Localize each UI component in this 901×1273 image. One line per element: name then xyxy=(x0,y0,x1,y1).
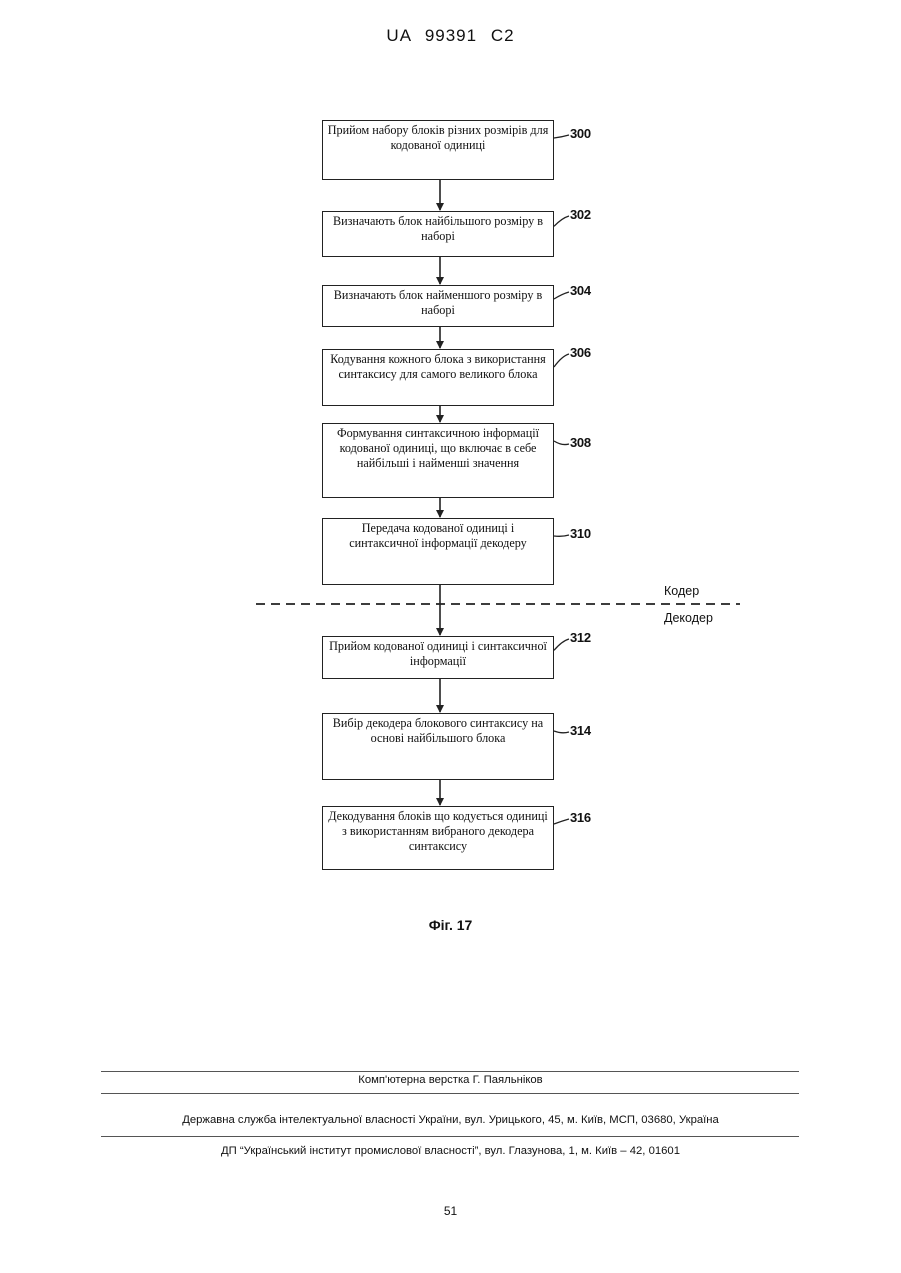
flow-node-300: Прийом набору блоків різних розмірів для… xyxy=(322,120,554,180)
label-leader-310 xyxy=(554,535,569,536)
footer-rule-top xyxy=(101,1071,799,1072)
flow-node-308: Формування синтаксичною інформації кодов… xyxy=(322,423,554,498)
figure-caption: Фіг. 17 xyxy=(0,917,901,933)
lane-label-decoder: Декодер xyxy=(664,611,713,625)
footer-rule-bottom xyxy=(101,1136,799,1137)
node-label-302: 302 xyxy=(570,207,591,222)
flow-node-302: Визначають блок найбільшого розміру в на… xyxy=(322,211,554,257)
flow-node-312: Прийом кодованої одиниці і синтаксичної … xyxy=(322,636,554,679)
node-label-310: 310 xyxy=(570,526,591,541)
label-leader-308 xyxy=(554,441,569,445)
footer-typesetter: Комп'ютерна верстка Г. Паяльніков xyxy=(0,1074,901,1086)
node-label-314: 314 xyxy=(570,723,591,738)
flow-node-314: Вибір декодера блокового синтаксису на о… xyxy=(322,713,554,780)
flow-node-306: Кодування кожного блока з використання с… xyxy=(322,349,554,406)
flow-node-310: Передача кодованої одиниці і синтаксично… xyxy=(322,518,554,585)
node-label-306: 306 xyxy=(570,345,591,360)
flow-node-304: Визначають блок найменшого розміру в наб… xyxy=(322,285,554,327)
lane-label-encoder: Кодер xyxy=(664,584,699,598)
footer-institute: ДП “Український інститут промислової вла… xyxy=(0,1145,901,1157)
node-label-308: 308 xyxy=(570,435,591,450)
label-leader-300 xyxy=(554,135,569,138)
footer-rule-middle xyxy=(101,1093,799,1094)
label-leader-316 xyxy=(554,819,569,824)
label-leader-302 xyxy=(554,216,569,226)
node-label-316: 316 xyxy=(570,810,591,825)
node-label-304: 304 xyxy=(570,283,591,298)
label-leader-306 xyxy=(554,354,569,367)
footer-office: Державна служба інтелектуальної власност… xyxy=(0,1114,901,1126)
label-leader-312 xyxy=(554,639,569,650)
node-label-312: 312 xyxy=(570,630,591,645)
page-number: 51 xyxy=(0,1204,901,1218)
flow-node-316: Декодування блоків що кодується одиниці … xyxy=(322,806,554,870)
label-leader-304 xyxy=(554,292,569,299)
node-label-300: 300 xyxy=(570,126,591,141)
label-leader-314 xyxy=(554,731,569,733)
